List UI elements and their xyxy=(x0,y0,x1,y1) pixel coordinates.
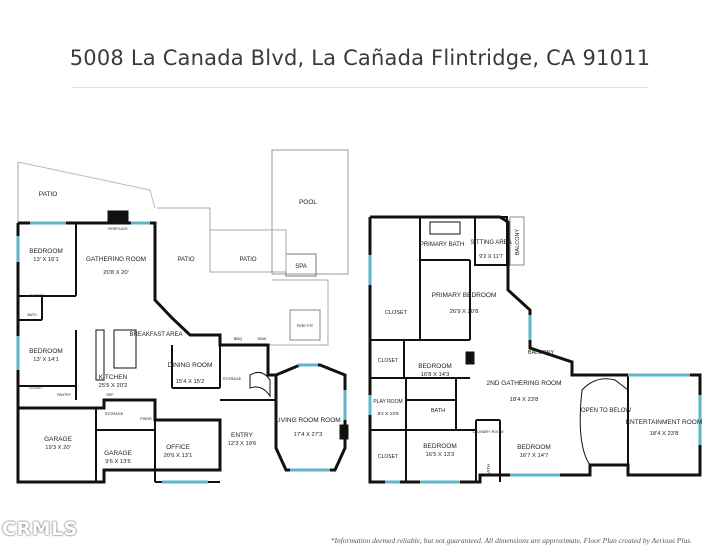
window-accents xyxy=(16,221,702,484)
pwdr-label: PWDR xyxy=(140,417,152,421)
fireplace-block xyxy=(465,351,475,365)
bedroom-c-dims: 16'7 X 14'7 xyxy=(520,453,549,459)
bedroom2-name: BEDROOM xyxy=(29,348,63,355)
sitting-name: SITTING AREA xyxy=(470,240,511,246)
pool-label: POOL xyxy=(299,199,317,206)
fireplace-block xyxy=(107,210,129,224)
bath-b-label: BATH xyxy=(486,464,491,476)
living-dims: 17'4 X 27'3 xyxy=(294,432,323,438)
kitchen-counter xyxy=(95,329,105,381)
primary-bath-name: PRIMARY BATH xyxy=(420,242,464,248)
dining-dims: 15'4 X 15'2 xyxy=(176,379,205,385)
deck-outline xyxy=(268,279,329,346)
balcony2-label: BALCONY xyxy=(528,350,555,356)
garage1-name: GARAGE xyxy=(44,436,72,443)
sitting-area-outline xyxy=(474,216,508,266)
entry-dims: 12'3 X 19'6 xyxy=(228,441,257,447)
title-divider xyxy=(72,87,648,88)
stair-curve xyxy=(249,371,271,398)
kitchen-island xyxy=(113,329,137,369)
closet2-label: CLOSET xyxy=(29,386,44,390)
spa-label: SPA xyxy=(295,264,307,270)
open-below-label: OPEN TO BELOW xyxy=(581,408,631,414)
living-name: LIVING ROOM ROOM xyxy=(275,417,340,424)
closet1-label: CLOSET xyxy=(29,294,44,298)
bedroom-a-name: BEDROOM xyxy=(418,363,452,370)
primary-bed-name: PRIMARY BEDROOM xyxy=(432,292,497,299)
ff-exterior-wall xyxy=(18,221,347,472)
sitting-dims: 9'2 X 11'7 xyxy=(479,254,503,260)
bath1-label: BATH xyxy=(27,313,37,317)
play-dims: 8'2 X 13'9 xyxy=(377,411,398,417)
fireplace-block-2 xyxy=(339,424,349,440)
garage2-name: GARAGE xyxy=(104,450,132,457)
bedroom-a-dims: 16'8 X 14'3 xyxy=(421,372,450,378)
gathering-name: GATHERING ROOM xyxy=(86,256,146,263)
bedroom-b-dims: 16'5 X 13'3 xyxy=(426,452,455,458)
entry-name: ENTRY xyxy=(231,432,254,439)
office-name: OFFICE xyxy=(166,444,190,451)
primary-bed-dims: 26'9 X 20'8 xyxy=(450,309,479,315)
pantry-label: PANTRY xyxy=(57,393,72,397)
second-floor xyxy=(368,215,702,484)
sf-exterior-wall xyxy=(368,215,702,484)
closet-b-label: CLOSET xyxy=(378,454,398,460)
gathering-dims: 20'8 X 20' xyxy=(103,270,128,276)
patio-mid-label: PATIO xyxy=(177,257,194,263)
storage2-label: STORAGE xyxy=(105,412,124,416)
bedroom2-dims: 13' X 14'1 xyxy=(33,357,58,363)
ref-label: REF xyxy=(107,393,114,397)
first-floor xyxy=(16,149,349,484)
bath-a-label: BATH xyxy=(431,408,445,414)
fire-pit-label: FIRE PIT xyxy=(297,323,314,328)
gathering2-dims: 18'4 X 23'8 xyxy=(510,397,539,403)
disclaimer-text: *Information deemed reliable, but not gu… xyxy=(330,536,692,545)
bedroom-b-name: BEDROOM xyxy=(423,443,457,450)
play-name: PLAY ROOM xyxy=(373,399,402,405)
storage1-label: STORAGE xyxy=(223,377,242,381)
page-title: 5008 La Canada Blvd, La Cañada Flintridg… xyxy=(69,46,651,70)
sf-labels: PRIMARY BATH SITTING AREA 9'2 X 11'7 BAL… xyxy=(373,229,702,476)
garage2-dims: 9'6 X 13'6 xyxy=(105,459,130,465)
bedroom1-dims: 13' X 16'1 xyxy=(33,257,58,263)
kitchen-name: KITCHEN xyxy=(99,374,128,381)
fireplace-label: FIREPLACE xyxy=(108,227,128,231)
gathering2-name: 2ND GATHERING ROOM xyxy=(487,380,562,387)
balcony1-label: BALCONY xyxy=(515,229,521,256)
closet-a-label: CLOSET xyxy=(378,358,398,364)
bedroom-c-name: BEDROOM xyxy=(517,444,551,451)
ff-west-wall xyxy=(16,223,222,484)
open-to-below-outline xyxy=(579,378,629,466)
entertainment-dims: 18'4 X 23'8 xyxy=(650,431,679,437)
watermark-logo: CRMLS xyxy=(2,518,78,540)
bbq-label: BBQ xyxy=(234,336,242,341)
dining-name: DINING ROOM xyxy=(168,362,213,369)
sink-label: SINK xyxy=(257,336,267,341)
patio-right-label: PATIO xyxy=(239,257,256,263)
pool-outline xyxy=(271,149,349,275)
patio-deck-outline xyxy=(209,229,287,273)
fire-pit-outline xyxy=(289,309,321,341)
office-dims: 20'6 X 13'1 xyxy=(164,453,193,459)
laundry-label: LAUNDRY ROOM xyxy=(473,430,504,434)
patio-outline-2 xyxy=(17,161,156,209)
entertainment-name: ENTERTAINMENT ROOM xyxy=(626,419,703,426)
ff-labels: PATIO POOL SPA PATIO PATIO FIREPLACE FIR… xyxy=(27,191,340,465)
bedroom1-name: BEDROOM xyxy=(29,248,63,255)
balcony-outline xyxy=(509,216,525,266)
garage1-dims: 19'3 X 20' xyxy=(45,445,70,451)
closet-big-label: CLOSET xyxy=(385,310,408,316)
patio-label: PATIO xyxy=(39,191,58,198)
kitchen-dims: 25'5 X 20'2 xyxy=(99,383,128,389)
breakfast-name: BREAKFAST AREA xyxy=(130,332,183,338)
bathtub xyxy=(429,221,461,235)
